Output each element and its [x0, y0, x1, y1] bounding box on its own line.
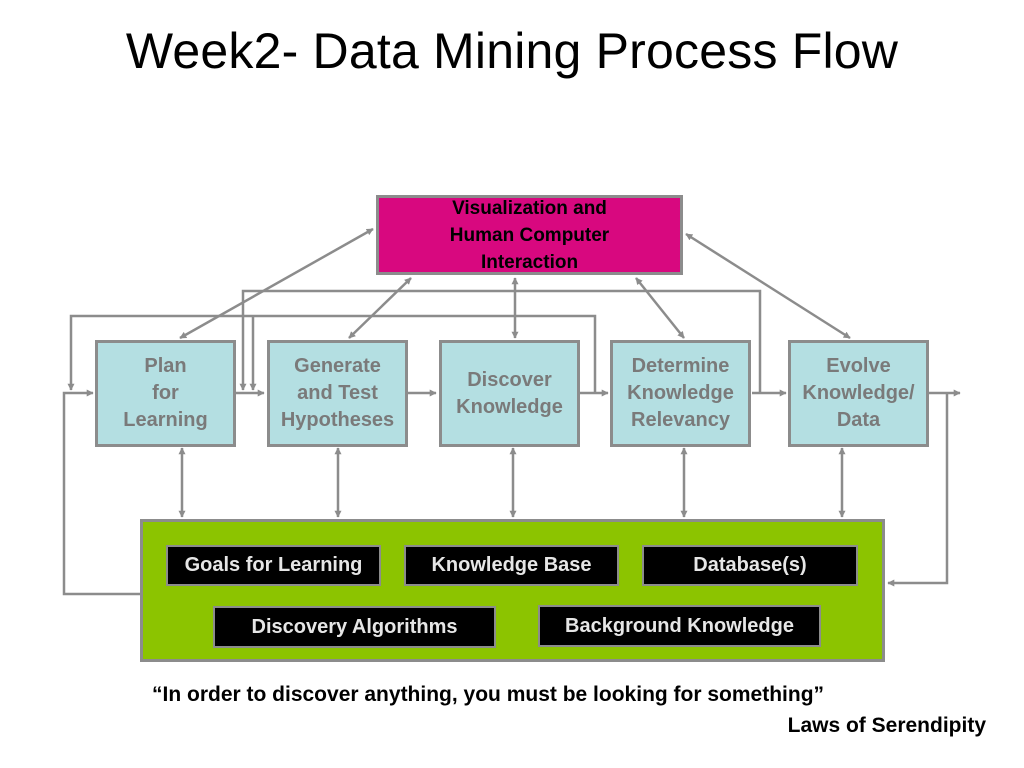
loop-determine-to-plan — [67, 314, 597, 392]
quote-attribution: Laws of Serendipity — [787, 714, 986, 737]
step-evolve-knowledge-data: Evolve Knowledge/ Data — [788, 340, 929, 447]
arrow-vis-generate — [348, 277, 412, 339]
step-plan-for-learning: Plan for Learning — [95, 340, 236, 447]
step-generate-and-test-hypotheses: Generate and Test Hypotheses — [267, 340, 408, 447]
resource-discovery-algorithms: Discovery Algorithms — [213, 606, 496, 648]
step-discover-knowledge: Discover Knowledge — [439, 340, 580, 447]
arrow-vis-evolve — [685, 232, 851, 340]
visualization-hci-box: Visualization and Human Computer Interac… — [376, 195, 683, 275]
loop-evolve-to-generate — [239, 289, 762, 392]
page-title: Week2- Data Mining Process Flow — [125, 23, 899, 79]
resource-background-knowledge: Background Knowledge — [538, 605, 821, 647]
resource-goals-for-learning: Goals for Learning — [166, 545, 381, 586]
loop-panel-to-plan — [62, 389, 140, 596]
step-determine-knowledge-relevancy: Determine Knowledge Relevancy — [610, 340, 751, 447]
arrow-vis-determine — [635, 277, 685, 339]
serendipity-quote: “In order to discover anything, you must… — [152, 683, 825, 706]
resource-knowledge-base: Knowledge Base — [404, 545, 619, 586]
resource-databases: Database(s) — [642, 545, 858, 586]
loop-output-to-panel — [887, 393, 949, 587]
arrow-vis-plan — [179, 227, 374, 340]
